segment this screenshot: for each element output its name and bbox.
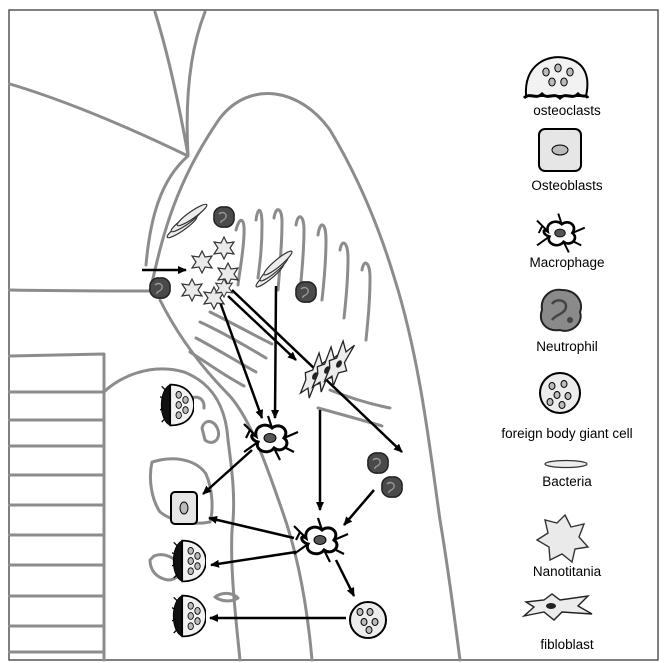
legend-label-neutrophil: Neutrophil xyxy=(482,339,652,354)
legend-nanotitania-icon xyxy=(537,515,588,562)
legend-label-macrophage: Macrophage xyxy=(482,255,652,270)
osteoblast-in-tissue xyxy=(171,492,197,524)
macrophages xyxy=(244,416,348,562)
legend-label-giant-cell: foreign body giant cell xyxy=(482,426,652,441)
legend-osteoblast-icon xyxy=(539,129,581,171)
legend-giant-cell-icon xyxy=(540,373,580,413)
legend-fibroblast-icon xyxy=(524,594,592,620)
legend-label-osteoclasts: osteoclasts xyxy=(482,103,652,118)
giant-cell-in-tissue xyxy=(350,602,386,638)
legend-bacteria-icon xyxy=(545,461,587,468)
legend-label-fibroblast: fibloblast xyxy=(482,637,652,652)
legend-label-bacteria: Bacteria xyxy=(482,474,652,489)
legend-osteoclast-icon xyxy=(524,57,588,98)
legend-macrophage-icon xyxy=(537,214,585,253)
legend-label-nanotitania: Nanotitania xyxy=(482,564,652,579)
tissue-outline xyxy=(10,12,460,660)
fibroblasts xyxy=(295,338,359,400)
legend-label-osteoblasts: Osteoblasts xyxy=(482,178,652,193)
legend-neutrophil-icon xyxy=(541,290,581,331)
